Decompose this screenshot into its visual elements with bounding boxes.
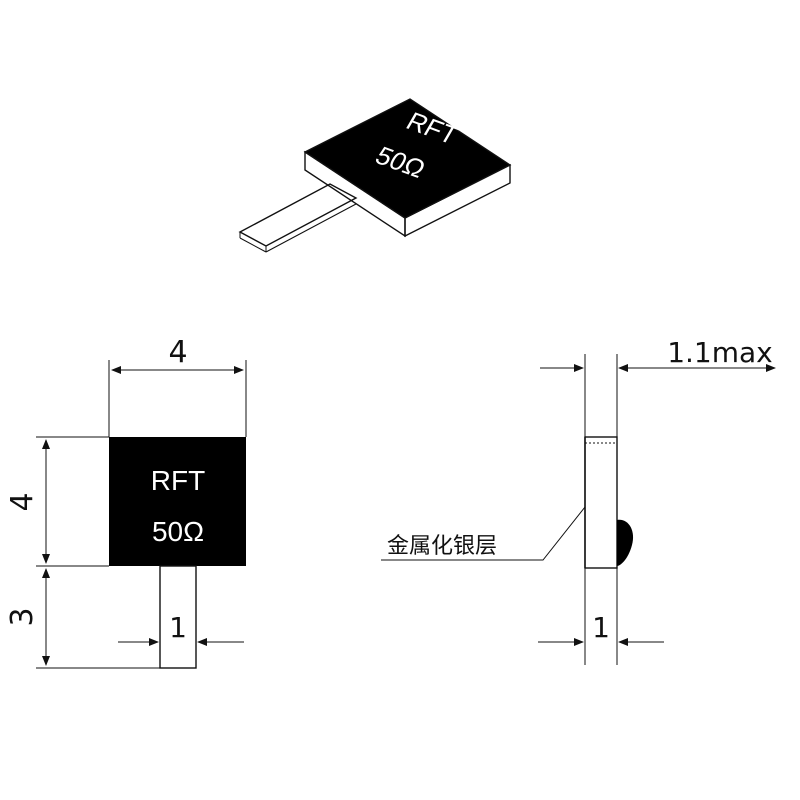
iso-lead [238,183,358,247]
iso-body-top [303,98,512,219]
front-marking-line1: RFT [151,465,205,496]
dim-lead-width-label: 1 [169,611,187,644]
front-view: RFT 50Ω 4 4 3 1 [5,335,247,669]
side-view: 1.1max 1 金属化银层 [381,336,776,665]
silver-layer-leader [381,506,586,561]
dim-thickness-label: 1.1max [667,336,773,369]
silver-layer-label: 金属化银层 [387,534,497,559]
front-lead [159,565,197,669]
dim-height-label: 4 [5,492,40,511]
dim-width-label: 4 [168,335,187,370]
isometric-view: RFT 50Ω [238,98,512,253]
dim-lead-length-label: 3 [5,607,40,626]
side-body [584,436,618,569]
side-solder [617,519,634,566]
dim-side-lead-width-label: 1 [592,611,610,644]
front-body [109,437,246,566]
front-marking-line2: 50Ω [152,516,204,547]
